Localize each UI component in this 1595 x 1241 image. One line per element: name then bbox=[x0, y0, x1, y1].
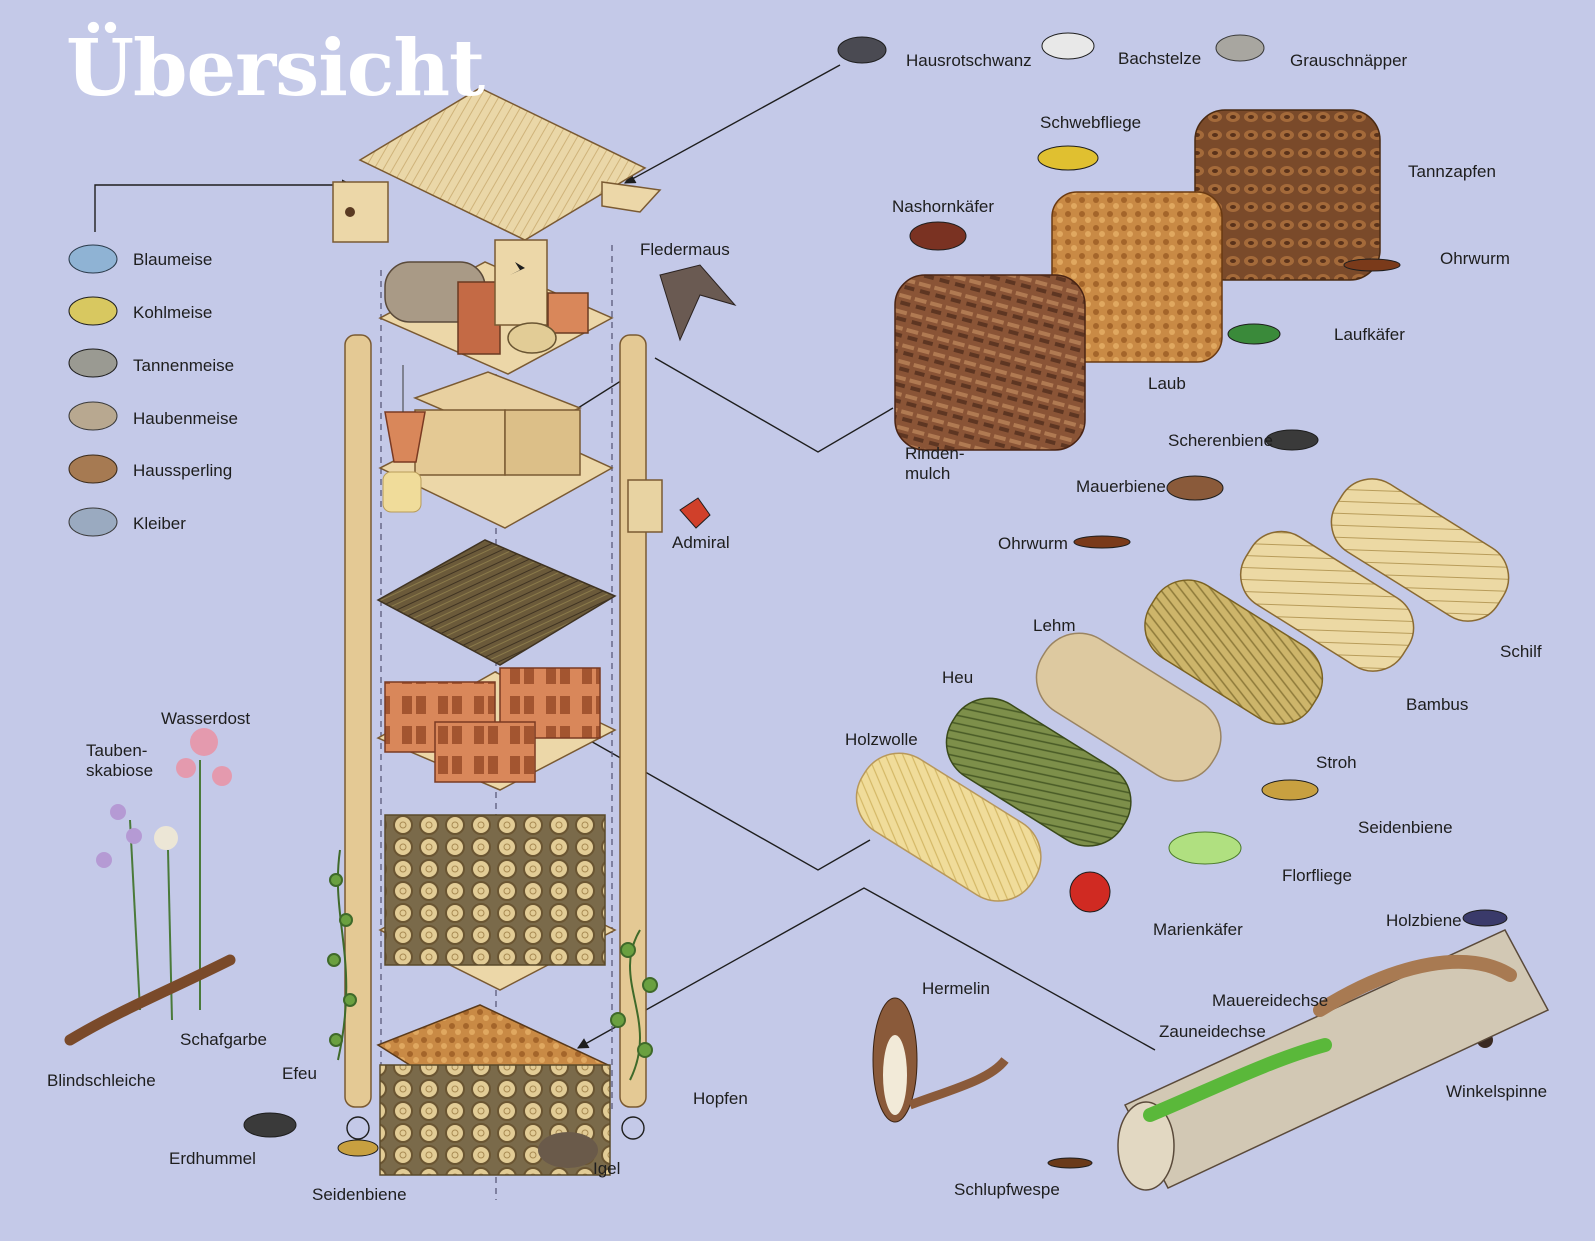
label-holzbiene: Holzbiene bbox=[1386, 911, 1462, 930]
level-2 bbox=[378, 365, 614, 529]
material-blocks-top bbox=[894, 109, 1381, 451]
label-seidenbiene-bottom: Seidenbiene bbox=[312, 1185, 407, 1204]
label-haubenmeise: Haubenmeise bbox=[133, 409, 238, 428]
label-blaumeise: Blaumeise bbox=[133, 250, 213, 269]
label-winkelspinne: Winkelspinne bbox=[1446, 1082, 1548, 1101]
label-schwebfliege: Schwebfliege bbox=[1040, 113, 1142, 132]
label-heu: Heu bbox=[942, 668, 974, 687]
level-6-leaves bbox=[376, 1004, 611, 1176]
label-hausrotschwanz: Hausrotschwanz bbox=[906, 51, 1032, 70]
label-hopfen: Hopfen bbox=[693, 1089, 748, 1108]
tower-roof bbox=[332, 87, 662, 243]
label-tannzapfen: Tannzapfen bbox=[1408, 162, 1496, 181]
label-marienkaefer: Marienkäfer bbox=[1153, 920, 1243, 939]
label-mauereidechse: Mauereidechse bbox=[1212, 991, 1329, 1010]
level-5-logs bbox=[378, 814, 617, 991]
label-nashornkaefer: Nashornkäfer bbox=[892, 197, 995, 216]
level-1 bbox=[378, 239, 614, 375]
label-kohlmeise: Kohlmeise bbox=[133, 303, 213, 322]
label-florfliege: Florfliege bbox=[1282, 866, 1352, 885]
label-mauerbiene: Mauerbiene bbox=[1076, 477, 1166, 496]
hermelin-shape bbox=[872, 997, 1009, 1123]
label-bachstelze: Bachstelze bbox=[1118, 49, 1202, 68]
label-schilf: Schilf bbox=[1500, 642, 1542, 661]
label-lehm: Lehm bbox=[1033, 616, 1076, 635]
label-rindenmulch: Rinden- mulch bbox=[905, 444, 965, 483]
label-admiral: Admiral bbox=[672, 533, 730, 552]
label-grauschnaepper: Grauschnäpper bbox=[1290, 51, 1408, 70]
label-scherenbiene: Scherenbiene bbox=[1168, 431, 1273, 450]
label-kleiber: Kleiber bbox=[133, 514, 186, 533]
label-holzwolle: Holzwolle bbox=[845, 730, 918, 749]
label-haussperling: Haussperling bbox=[133, 461, 233, 480]
label-ohrwurm-top: Ohrwurm bbox=[1440, 249, 1510, 268]
page-title: Übersicht bbox=[66, 23, 485, 114]
label-laufkaefer: Laufkäfer bbox=[1334, 325, 1405, 344]
label-ohrwurm-mid: Ohrwurm bbox=[998, 534, 1068, 553]
label-igel: Igel bbox=[593, 1159, 621, 1178]
insects bbox=[243, 145, 1508, 1169]
label-seidenbiene-mid: Seidenbiene bbox=[1358, 818, 1453, 837]
climbing-plants bbox=[327, 849, 658, 1081]
bat-shape bbox=[659, 264, 737, 342]
label-hermelin: Hermelin bbox=[922, 979, 991, 998]
level-4-bricks bbox=[376, 667, 617, 791]
callout-lines bbox=[94, 64, 1156, 1051]
butterfly-shape bbox=[679, 497, 711, 529]
label-fledermaus: Fledermaus bbox=[640, 240, 730, 259]
left-plants bbox=[64, 728, 236, 1046]
level-3-twigs bbox=[376, 539, 617, 666]
label-stroh: Stroh bbox=[1316, 753, 1357, 772]
label-laub: Laub bbox=[1148, 374, 1186, 393]
label-schafgarbe: Schafgarbe bbox=[180, 1030, 267, 1049]
left-birds bbox=[68, 244, 118, 537]
label-erdhummel: Erdhummel bbox=[169, 1149, 256, 1168]
label-efeu: Efeu bbox=[282, 1064, 317, 1083]
log-section bbox=[1117, 929, 1550, 1191]
label-taubenskabiose: Tauben- skabiose bbox=[86, 741, 154, 780]
label-tannenmeise: Tannenmeise bbox=[133, 356, 235, 375]
top-birds bbox=[837, 32, 1265, 64]
label-schlupfwespe: Schlupfwespe bbox=[954, 1180, 1060, 1199]
tower-posts bbox=[344, 334, 663, 1140]
material-bundles bbox=[855, 478, 1510, 902]
label-wasserdost: Wasserdost bbox=[161, 709, 251, 728]
label-bambus: Bambus bbox=[1406, 695, 1469, 714]
label-zauneidechse: Zauneidechse bbox=[1159, 1022, 1266, 1041]
label-blindschleiche: Blindschleiche bbox=[47, 1071, 156, 1090]
